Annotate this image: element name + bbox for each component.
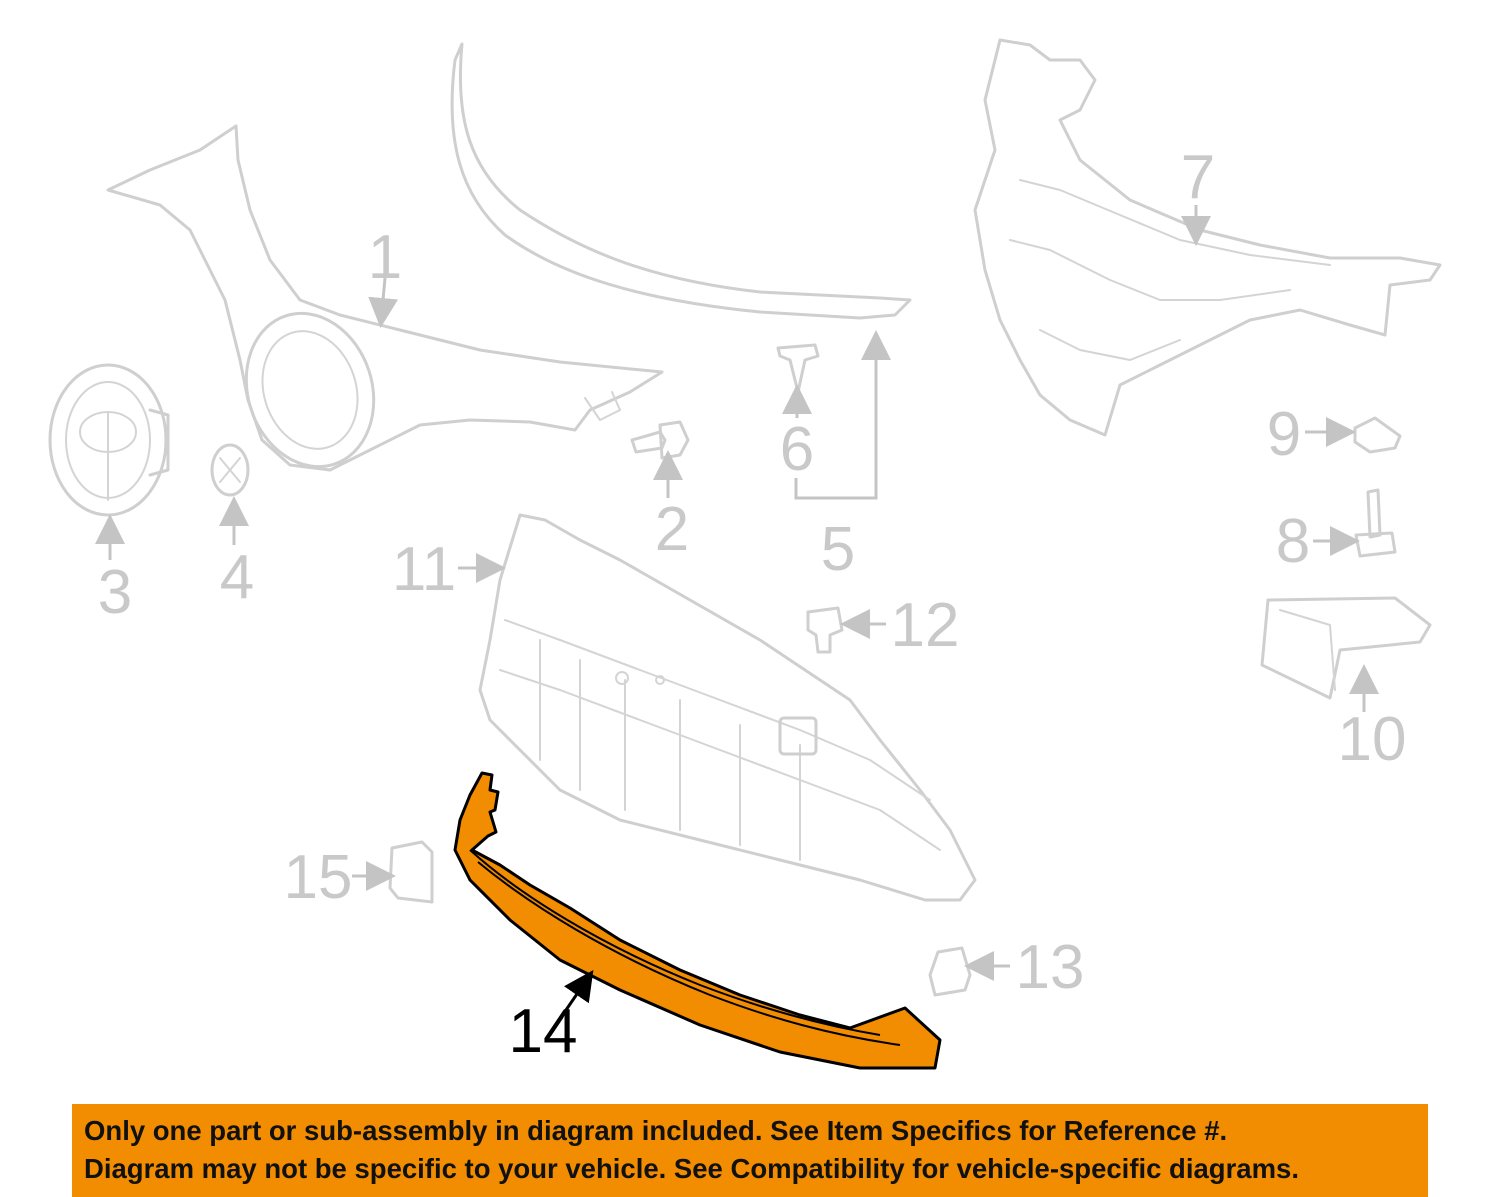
part-11-lower-grille — [478, 513, 977, 902]
part-13-clip — [928, 946, 972, 997]
part-1-upper-garnish — [106, 124, 664, 472]
part-8-bolt — [1354, 488, 1397, 558]
part-7-grille-bracket — [973, 38, 1442, 437]
part-4-grommet — [210, 443, 250, 497]
callout-1: 1 — [368, 223, 402, 292]
callout-6: 6 — [780, 415, 814, 484]
callout-14: 14 — [509, 997, 578, 1066]
callout-2: 2 — [655, 495, 689, 564]
callout-9: 9 — [1267, 400, 1301, 469]
part-3-emblem — [48, 363, 170, 517]
callout-10: 10 — [1338, 705, 1407, 774]
part-14-lower-spoiler — [453, 771, 942, 1070]
part-5-upper-molding — [450, 42, 912, 320]
part-2-screw — [630, 420, 690, 460]
callout-5: 5 — [821, 515, 855, 584]
leader-lines — [95, 205, 1379, 1011]
part-12-clip — [806, 606, 844, 654]
part-6-clip — [776, 343, 820, 394]
disclaimer-banner: Only one part or sub-assembly in diagram… — [72, 1104, 1428, 1197]
callout-11: 11 — [392, 535, 456, 604]
callout-4: 4 — [220, 543, 254, 612]
part-9-nut — [1353, 416, 1402, 454]
callout-13: 13 — [1016, 933, 1085, 1002]
disclaimer-line-2: Diagram may not be specific to your vehi… — [84, 1153, 1299, 1184]
parts-diagram: 1 2 3 4 5 6 7 8 9 10 11 12 13 14 15 — [48, 38, 1442, 1070]
callout-15: 15 — [284, 843, 353, 912]
part-10-bracket — [1260, 596, 1432, 700]
callout-8: 8 — [1276, 507, 1310, 576]
part-15-pad — [388, 840, 434, 904]
callout-3: 3 — [98, 558, 132, 627]
disclaimer-line-1: Only one part or sub-assembly in diagram… — [84, 1115, 1228, 1146]
callout-12: 12 — [891, 591, 960, 660]
callout-7: 7 — [1181, 143, 1215, 212]
